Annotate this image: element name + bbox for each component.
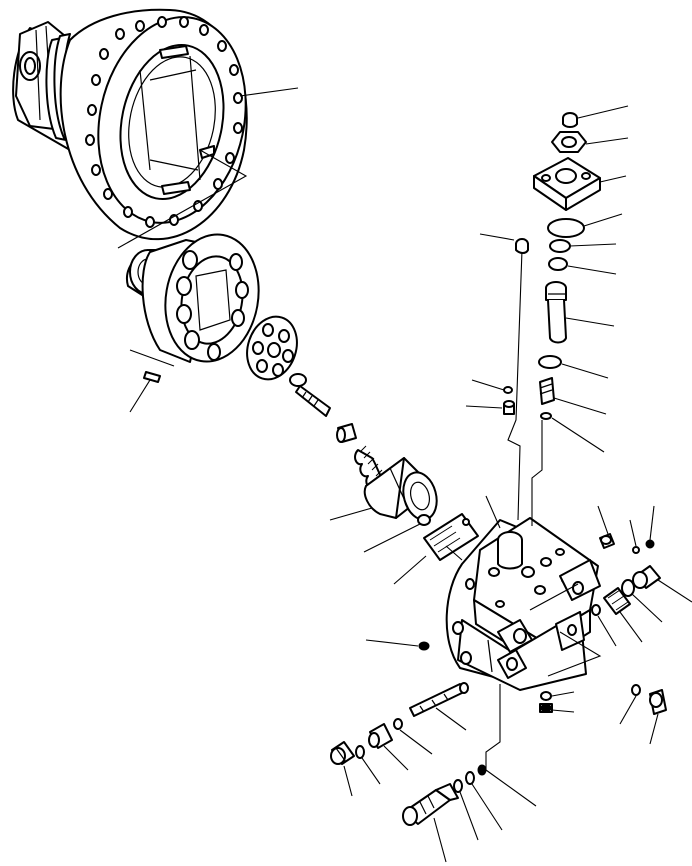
relief-ring-c-leader	[485, 769, 537, 807]
side-ring-leader	[631, 593, 663, 623]
relief-ring-c	[477, 764, 487, 776]
flange-leader	[599, 175, 627, 183]
spacer	[336, 423, 357, 443]
check-valve	[539, 377, 555, 405]
hex-nut	[551, 131, 587, 153]
seal-ring-leader	[551, 417, 605, 453]
lower-plug-leader-a	[551, 691, 575, 697]
spool	[409, 682, 469, 717]
relief-ring-b	[465, 771, 475, 785]
top-stack-chain-line	[531, 420, 543, 526]
right-ring	[645, 539, 655, 549]
valve-body	[445, 517, 601, 691]
rotor-bores	[176, 250, 249, 361]
orifice-plug-leader	[465, 405, 503, 409]
spool-ring	[393, 718, 403, 730]
dowel-pin	[143, 371, 161, 383]
end-plug	[330, 741, 355, 765]
rotor-group	[126, 233, 260, 363]
sleeve-leader	[565, 317, 615, 327]
left-chain-line	[507, 249, 523, 521]
spring-seat	[591, 604, 601, 616]
projection-line-lower	[129, 349, 175, 367]
projection-line-upper	[117, 149, 248, 249]
dowel-pin-leader	[129, 379, 151, 413]
o-ring-large	[547, 218, 585, 238]
cover-plate	[423, 513, 479, 561]
cover-plate-projection	[445, 545, 463, 561]
relief-ring-b-leader	[471, 783, 503, 831]
side-plug-leader	[657, 579, 692, 603]
seal-ring	[540, 412, 552, 420]
plug-small-leader	[479, 233, 515, 241]
left-plug-leader	[365, 639, 419, 647]
o-ring-mid-leader	[569, 243, 617, 247]
o-ring-small-leader	[567, 265, 617, 275]
lower-plug-leader-b	[551, 709, 575, 713]
top-pin	[632, 546, 640, 554]
spool-ring-leader	[399, 729, 433, 755]
check-valve-leader	[553, 397, 607, 415]
spool-spring-leader	[383, 745, 409, 771]
orifice-plug	[503, 386, 515, 415]
relief-valve-leader	[433, 817, 447, 863]
end-plug-leader	[343, 765, 353, 797]
pin-leader	[363, 523, 421, 553]
top-plug-leader	[597, 505, 609, 535]
side-spring	[603, 587, 631, 615]
lower-projection	[547, 631, 602, 677]
bearing-leader	[329, 507, 373, 521]
sleeve	[545, 281, 567, 344]
valve-plate	[246, 315, 298, 381]
orifice-ring-leader	[471, 379, 505, 391]
cap-nut-leader	[577, 105, 629, 119]
right-bolt	[649, 689, 667, 715]
right-ring-leader	[649, 505, 655, 541]
end-ring	[355, 745, 365, 759]
end-ring-leader	[361, 757, 381, 785]
lower-plug	[539, 691, 553, 713]
hex-nut-leader	[585, 137, 629, 145]
lower-ring-leader	[619, 695, 637, 725]
top-pin-leader	[629, 519, 637, 547]
o-ring-mid	[549, 239, 571, 253]
side-plug	[632, 565, 661, 589]
center-shaft	[289, 373, 331, 417]
o-ring-small	[548, 257, 568, 271]
relief-ring-a-leader	[459, 791, 479, 841]
housing-leader	[239, 87, 299, 97]
cover-plate-leader	[393, 555, 427, 585]
spool-leader	[435, 707, 467, 731]
lower-ring	[631, 684, 641, 696]
cap-nut	[562, 112, 578, 128]
valve-body-leader	[485, 495, 501, 529]
relief-valve	[402, 783, 459, 826]
pin	[417, 514, 431, 526]
o-ring-lower-leader	[561, 363, 609, 379]
o-ring-lower	[538, 355, 562, 369]
side-spring-leader	[619, 611, 643, 643]
spool-spring	[368, 723, 393, 749]
top-plug	[599, 533, 615, 549]
bearing-cylinder	[363, 457, 438, 521]
left-plug	[418, 641, 430, 651]
relief-ring-a	[453, 779, 463, 793]
o-ring-large-leader	[583, 213, 623, 227]
flange-block	[533, 157, 601, 211]
motor-housing	[12, 8, 248, 241]
lower-chain-line	[485, 684, 501, 770]
spring-seat-leader	[597, 615, 617, 647]
right-bolt-leader	[649, 713, 659, 745]
side-ring	[621, 579, 635, 597]
plug-small	[515, 238, 529, 254]
